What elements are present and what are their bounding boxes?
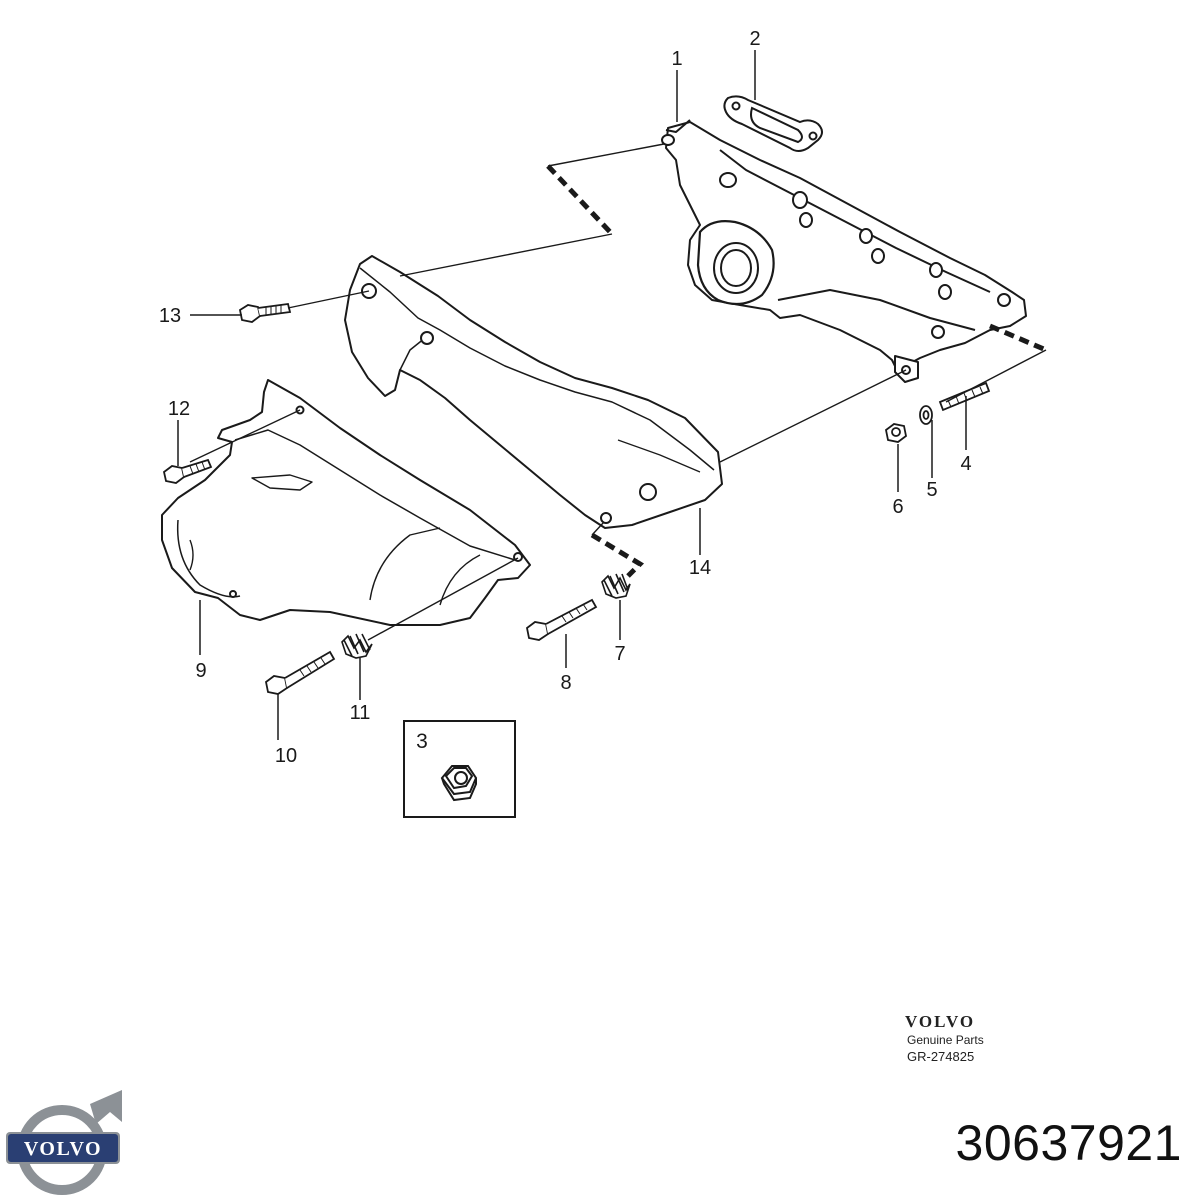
bolt-10 — [265, 650, 336, 695]
washer-5 — [919, 405, 933, 425]
exhaust-manifold — [661, 119, 1027, 383]
bolt-8 — [526, 598, 598, 641]
diagram-reference: GR-274825 — [907, 1049, 975, 1064]
callout-9: 9 — [195, 660, 206, 682]
callout-10: 10 — [275, 745, 297, 767]
callout-5: 5 — [926, 479, 937, 501]
stud-4 — [938, 381, 991, 412]
brand-subtitle: Genuine Parts — [907, 1033, 984, 1047]
upper-heat-shield — [344, 255, 723, 529]
callout-2: 2 — [749, 28, 760, 50]
volvo-logo: VOLVO — [6, 1090, 122, 1195]
spring-11 — [341, 633, 373, 659]
assembly-lines — [189, 143, 1047, 641]
callout-12: 12 — [168, 398, 190, 420]
bolt-13 — [238, 303, 292, 323]
leader-lines — [177, 50, 967, 740]
brand-wordmark: VOLVO — [905, 1012, 976, 1031]
flange-nut-3 — [440, 765, 478, 802]
spring-7 — [601, 573, 631, 599]
lower-heat-shield — [161, 379, 531, 626]
callout-6: 6 — [892, 496, 903, 518]
callout-7: 7 — [614, 643, 625, 665]
bolt-12 — [162, 458, 213, 484]
callout-11: 11 — [350, 702, 371, 724]
brand-block: VOLVO Genuine Parts GR-274825 — [905, 1012, 1015, 1066]
callout-8: 8 — [560, 672, 571, 694]
inset-part-3: 3 — [403, 720, 516, 818]
callout-1: 1 — [671, 48, 682, 70]
callout-4: 4 — [960, 453, 971, 475]
manifold-gasket — [723, 95, 823, 152]
nut-6 — [885, 423, 907, 443]
logo-text: VOLVO — [24, 1138, 102, 1160]
part-number: 30637921 — [955, 1115, 1182, 1171]
callout-14: 14 — [689, 557, 711, 579]
callout-13: 13 — [159, 305, 181, 327]
callout-3: 3 — [416, 730, 428, 753]
